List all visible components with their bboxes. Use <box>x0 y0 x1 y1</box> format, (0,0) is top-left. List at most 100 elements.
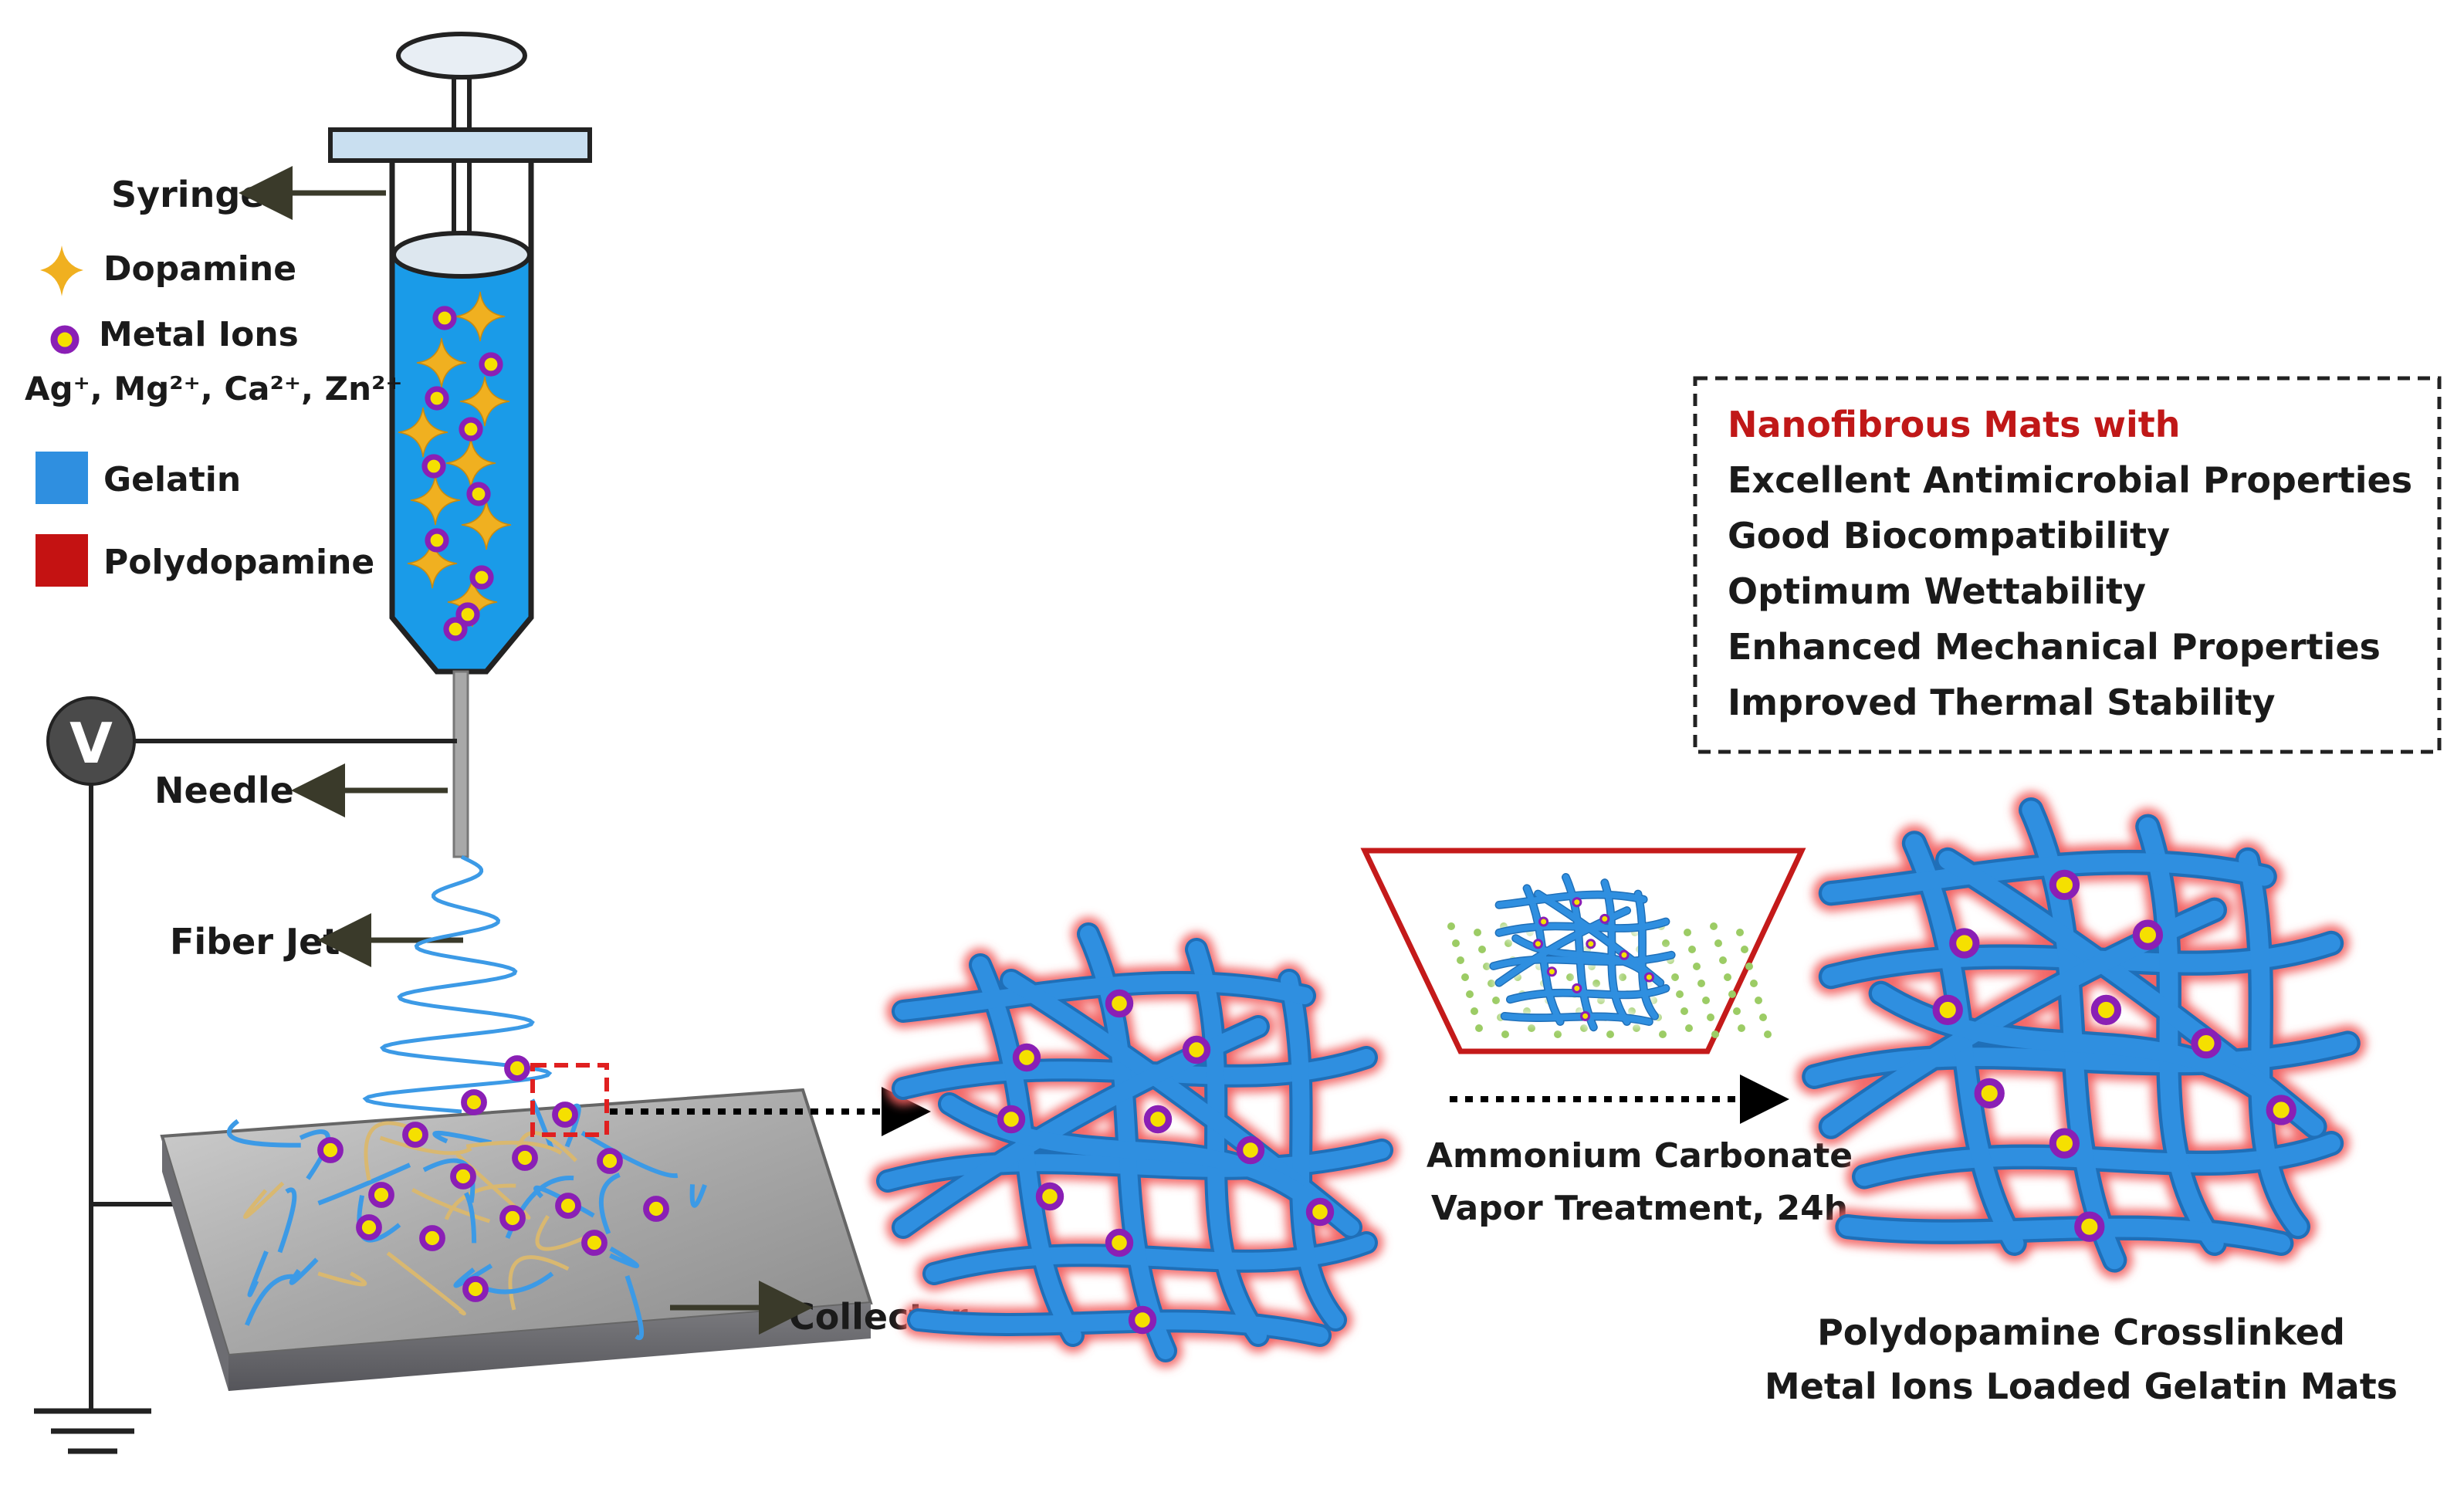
vapor-dot <box>1466 990 1474 998</box>
metal-ion-icon <box>356 1214 382 1240</box>
metal-ion-icon <box>479 352 503 377</box>
collector-fiber <box>243 1181 285 1220</box>
metal-ion-icon <box>421 454 446 479</box>
collector-fiber <box>624 1275 645 1340</box>
vapor-dot <box>1702 997 1710 1004</box>
fiber-strand <box>910 1311 1328 1344</box>
fiber-strand <box>1501 1013 1653 1025</box>
collector-fiber <box>609 1246 639 1269</box>
vapor-dot <box>1606 1030 1614 1038</box>
metal-ion-icon <box>419 1225 445 1251</box>
metal-ion-icon <box>1546 966 1557 977</box>
vapor-dot <box>1501 1030 1509 1038</box>
vapor-dot <box>1671 973 1679 981</box>
vapor-dot <box>1566 973 1574 981</box>
metal-ion-icon <box>597 1148 623 1174</box>
fiber-strand <box>1507 985 1669 1003</box>
metal-ion-icon <box>2132 919 2164 950</box>
vapor-dot <box>1750 980 1758 987</box>
chamber-fiber-mesh <box>1487 871 1678 1034</box>
collector-fiber <box>277 1187 297 1254</box>
syringe-label: Syringe <box>111 174 264 215</box>
legend-metal-ions-list: Ag⁺, Mg²⁺, Ca²⁺, Zn²⁺ <box>25 370 403 408</box>
ground-icon <box>34 1408 151 1454</box>
vapor-dot <box>1592 980 1600 987</box>
metal-ion-icon <box>1572 897 1582 908</box>
vapor-dot <box>1528 1024 1535 1032</box>
zoom-region <box>530 1063 609 1137</box>
metal-ion-icon <box>1974 1078 2005 1109</box>
vapor-dot <box>1685 1024 1693 1032</box>
collector-fiber <box>598 1173 621 1235</box>
vapor-dot <box>1457 956 1464 964</box>
metal-ion-icon <box>1572 983 1582 993</box>
vapor-dot <box>1724 973 1731 981</box>
plunger-cap <box>396 32 527 80</box>
treatment-line-2: Vapor Treatment, 24h <box>1431 1189 1848 1228</box>
property-item: Excellent Antimicrobial Properties <box>1728 459 2412 501</box>
metal-ion-icon <box>466 482 491 506</box>
collector-fiber <box>386 1251 466 1316</box>
fiber-jet-label: Fiber Jet <box>170 921 340 963</box>
vapor-dot <box>1619 973 1626 981</box>
metal-ion-icon <box>1643 972 1654 983</box>
vapor-dot <box>1728 990 1736 998</box>
metal-ion-icon <box>1305 1197 1335 1227</box>
vapor-dot <box>1554 1030 1562 1038</box>
vapor-dot <box>1580 1024 1588 1032</box>
needle-graphic <box>452 670 469 858</box>
fiber-strand <box>1524 885 1564 1025</box>
fiber-strand <box>972 956 1081 1344</box>
legend-polydopamine: Polydopamine <box>103 543 374 582</box>
vapor-dot <box>1736 929 1744 936</box>
metal-ion-icon <box>432 306 457 330</box>
metal-ion-icon <box>455 602 480 627</box>
vapor-dot <box>1680 1007 1688 1015</box>
metal-ion-icon <box>425 386 449 411</box>
metal-ion-icon <box>1532 939 1543 949</box>
vapor-dot <box>1697 980 1705 987</box>
collector-fiber <box>464 1192 477 1244</box>
vapor-dot <box>1471 1007 1478 1015</box>
vapor-dot <box>1755 997 1762 1004</box>
metal-ion-icon <box>1949 928 1980 959</box>
vapor-dot <box>1745 963 1753 970</box>
metal-ion-icon <box>499 1205 526 1231</box>
plunger-inner-rod <box>452 158 472 240</box>
vapor-dot <box>1676 990 1684 998</box>
legend-gelatin: Gelatin <box>103 460 241 499</box>
metal-ion-icon <box>1182 1035 1211 1064</box>
syringe-flange <box>328 127 592 163</box>
voltage-symbol: V <box>69 711 113 776</box>
fiber-jet-spiral <box>362 854 553 1114</box>
metal-ion-icon <box>504 1055 530 1081</box>
metal-ion-icon <box>1932 994 1963 1026</box>
metal-ion-icon <box>1143 1105 1173 1134</box>
collector-plate <box>160 1088 873 1391</box>
metal-ion-icon <box>317 1137 344 1163</box>
syringe-particles <box>398 291 512 641</box>
metal-ion-icon <box>2090 994 2122 1026</box>
vapor-dot <box>1492 997 1500 1004</box>
treatment-line-1: Ammonium Carbonate <box>1427 1136 1853 1176</box>
vapor-dot <box>1711 1030 1719 1038</box>
fiber-strand <box>1496 892 1647 909</box>
collector-fiber <box>247 1250 269 1298</box>
properties-heading: Nanofibrous Mats with <box>1728 404 2181 445</box>
collector-fiber <box>432 1130 492 1146</box>
collector-fiber <box>689 1183 707 1208</box>
collector-fiber <box>245 1274 300 1326</box>
vapor-dot <box>1461 973 1469 981</box>
metal-ion-icon <box>450 1163 476 1190</box>
metal-ion-icon <box>1012 1043 1041 1072</box>
syringe-graphic <box>328 32 592 858</box>
vapor-dot <box>1475 1024 1483 1032</box>
metal-ion-icon <box>1105 1228 1134 1257</box>
property-item: Optimum Wettability <box>1728 570 2146 612</box>
metal-ion-icon <box>552 1102 578 1128</box>
fiber-strand <box>1512 935 1647 975</box>
metal-ion-icon <box>443 617 468 641</box>
metal-ion-icon <box>643 1196 669 1222</box>
collector-fiber <box>317 1162 411 1206</box>
